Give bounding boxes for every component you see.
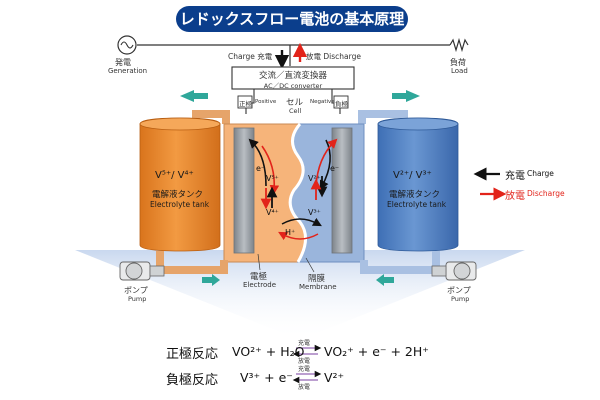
converter-box (231, 66, 355, 90)
positive-reaction-right: VO₂⁺ + e⁻ + 2H⁺ (324, 344, 429, 359)
top-charge-label: Charge 充電 (228, 52, 273, 61)
positive-label-jp: 正極 (239, 100, 252, 108)
ion-v4: V⁴⁺ (266, 208, 279, 217)
electron-left: e⁻ (256, 164, 266, 173)
right-tank-label-en: Electrolyte tank (387, 200, 447, 209)
converter-label-jp: 交流／直流変換器 (258, 71, 327, 81)
positive-reaction-arrows (292, 344, 322, 358)
right-pump-label-en: Pump (451, 295, 470, 303)
ion-v2: V²⁺ (308, 174, 321, 183)
flow-arrow-top-right (406, 90, 420, 102)
generation-label-en: Generation (108, 67, 148, 75)
left-tank-label-en: Electrolyte tank (150, 200, 210, 209)
ion-v3: V³⁺ (308, 208, 321, 217)
legend-charge-en: Charge (527, 169, 554, 178)
negative-terminal (333, 95, 349, 109)
legend-charge-jp: 充電 (505, 171, 525, 182)
ion-h-plus: H⁺ (285, 228, 296, 237)
left-pump-icon (119, 261, 165, 281)
right-electrolyte-tank (377, 117, 459, 252)
negative-label-jp: 負極 (335, 100, 348, 108)
flow-arrow-top-left (180, 90, 194, 102)
load-label-en: Load (451, 67, 468, 75)
left-pump-label-jp: ポンプ (124, 286, 148, 295)
electrode-label-en: Electrode (243, 281, 277, 289)
right-pump-icon (431, 261, 477, 281)
generation-label-jp: 発電 (115, 58, 131, 67)
electrode-label-jp: 電極 (250, 272, 268, 282)
membrane-label-en: Membrane (299, 283, 337, 291)
positive-terminal (237, 95, 253, 109)
membrane (288, 123, 307, 263)
negative-reaction-arrows (292, 370, 322, 384)
flow-arrow-bottom-left (202, 274, 220, 286)
positive-electrode (233, 127, 255, 254)
load-resistor-icon (449, 37, 469, 53)
left-tank-ions: V⁵⁺/ V⁴⁺ (155, 170, 194, 181)
positive-reaction-left: VO²⁺ + H₂O (232, 344, 305, 359)
left-pump-label-en: Pump (128, 295, 147, 303)
positive-electron-charge-arrow (248, 138, 267, 187)
positive-reaction-charge: 充電 (298, 340, 311, 347)
negative-reaction-charge: 充電 (298, 366, 311, 373)
legend-discharge-en: Discharge (527, 189, 565, 198)
cell-label-en: Cell (289, 107, 302, 115)
membrane-label-jp: 隔膜 (308, 274, 326, 284)
negative-reaction-discharge: 放電 (298, 384, 311, 391)
electron-right: e⁻ (330, 164, 340, 173)
negative-reaction-heading: 負極反応 (166, 373, 219, 388)
negative-reaction-right: V²⁺ (324, 370, 345, 385)
proton-charge-arrow (281, 217, 322, 227)
negative-label-en: Negative (310, 99, 335, 105)
top-discharge-label: 放電 Discharge (306, 52, 361, 61)
load-label-jp: 負荷 (450, 58, 466, 67)
flow-arrow-bottom-right (376, 274, 394, 286)
positive-reaction-discharge: 放電 (298, 358, 311, 365)
right-tank-ions: V²⁺/ V³⁺ (393, 170, 432, 181)
positive-reaction-heading: 正極反応 (166, 347, 219, 362)
legend-discharge-jp: 放電 (505, 191, 525, 202)
ion-v5: V⁵⁺ (266, 174, 279, 183)
negative-reaction-left: V³⁺ + e⁻ (240, 370, 293, 385)
converter-label-en: AC／DC converter (263, 82, 323, 90)
negative-electrode (331, 127, 353, 254)
proton-discharge-arrow (278, 231, 319, 241)
positive-electron-discharge-arrow (261, 145, 280, 195)
positive-label-en: Positive (255, 99, 277, 105)
right-pump-label-jp: ポンプ (447, 286, 471, 295)
cell-label-jp: セル (286, 98, 304, 108)
left-tank-label-jp: 電解液タンク (152, 190, 204, 200)
left-electrolyte-tank (139, 117, 221, 252)
right-tank-label-jp: 電解液タンク (389, 190, 441, 200)
diagram-title: レドックスフロー電池の基本原理 (176, 6, 408, 32)
